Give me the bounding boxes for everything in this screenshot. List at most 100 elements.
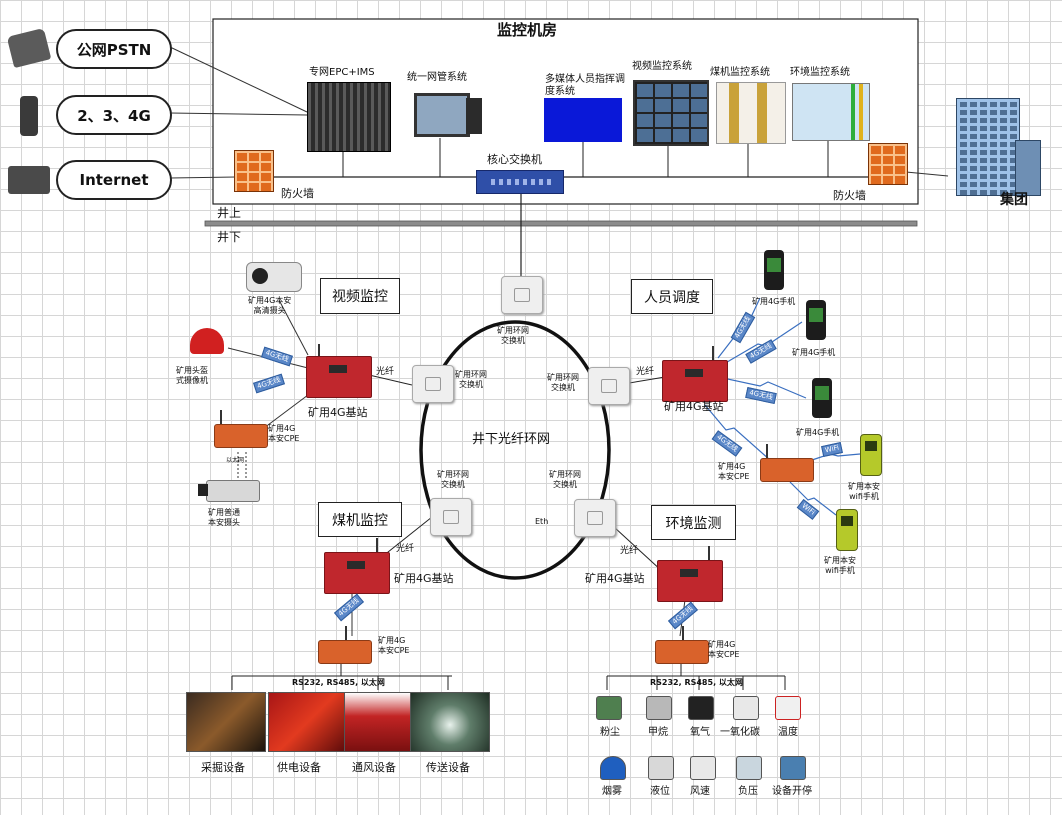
firewall-left-icon	[234, 150, 274, 192]
bs-coal	[324, 552, 390, 594]
cloud-pstn: 公网PSTN	[56, 29, 172, 69]
cpe-env	[655, 640, 709, 664]
fiber-coal-label: 光纤	[396, 544, 415, 554]
sensor-pressure-icon	[736, 756, 762, 780]
internet-label: Internet	[79, 171, 149, 189]
normal-camera-lens	[198, 484, 208, 496]
sensor-level-label: 液位	[650, 786, 670, 797]
section-coal: 煤机监控	[318, 502, 402, 537]
sensor-pressure-label: 负压	[738, 786, 758, 797]
sensor-co-icon	[733, 696, 759, 720]
cloud-internet: Internet	[56, 160, 172, 200]
building-icon-2	[1015, 140, 1041, 196]
core-switch-label: 核心交换机	[487, 153, 542, 166]
hd-camera-label: 矿用4G本安 高清摄头	[248, 296, 292, 315]
bs-video	[306, 356, 372, 398]
mobile-label: 2、3、4G	[77, 106, 151, 125]
ring-switch-right	[588, 367, 630, 405]
phone-4g-1-label: 矿用4G手机	[752, 297, 796, 306]
room-title: 监控机房	[497, 21, 558, 39]
video-wall-icon	[633, 80, 709, 146]
multimedia-screen	[544, 98, 622, 142]
coal-equip-1-image	[186, 692, 266, 752]
ring-switch-left	[412, 365, 454, 403]
cpe-env-antenna	[682, 626, 684, 640]
bs-personnel	[662, 360, 728, 402]
coal-equip-4-label: 传送设备	[426, 761, 470, 774]
mobile-phone-icon	[20, 96, 38, 136]
ring-switch-top	[501, 276, 543, 314]
section-personnel: 人员调度	[631, 279, 713, 314]
sensor-level-icon	[648, 756, 674, 780]
bs-coal-label: 矿用4G基站	[394, 572, 454, 585]
cpe-coal-antenna	[345, 626, 347, 640]
sensor-wind-icon	[690, 756, 716, 780]
cpe-personnel-antenna	[766, 444, 768, 458]
nms-tower-icon	[466, 98, 482, 134]
helmet-camera-icon	[190, 328, 224, 354]
ring-switch-bottom-left-label: 矿用环网 交换机	[437, 470, 469, 489]
epc-server-icon	[307, 82, 391, 152]
cpe-video-antenna	[220, 410, 222, 424]
phone-4g-2-label: 矿用4G手机	[792, 348, 836, 357]
fiber-env-label: 光纤	[620, 546, 639, 556]
coal-bus-label: RS232, RS485, 以太网	[292, 678, 385, 687]
above-ground-label: 井上	[217, 206, 242, 220]
sensor-dust-label: 粉尘	[600, 727, 620, 738]
cpe-video	[214, 424, 268, 448]
group-label: 集团	[1000, 192, 1028, 208]
bs-env	[657, 560, 723, 602]
phone-4g-1-icon	[764, 250, 784, 290]
firewall-right-icon	[868, 143, 908, 185]
section-coal-label: 煤机监控	[332, 512, 388, 529]
sensor-oxygen-icon	[688, 696, 714, 720]
nms-monitor-icon	[414, 93, 470, 137]
wifi-phone-1-icon	[860, 434, 882, 476]
ring-switch-bottom-left	[430, 498, 472, 536]
coal-equip-2-label: 供电设备	[277, 761, 321, 774]
helmet-camera-label: 矿用头盔 式摄像机	[176, 366, 208, 385]
cpe-video-label: 矿用4G 本安CPE	[268, 424, 300, 443]
coal-equip-3-label: 通风设备	[352, 761, 396, 774]
sensor-methane-icon	[646, 696, 672, 720]
cpe-coal-label: 矿用4G 本安CPE	[378, 636, 410, 655]
hd-camera-icon	[246, 262, 302, 292]
sensor-oxygen-label: 氧气	[690, 727, 710, 738]
phone-4g-3-label: 矿用4G手机	[796, 428, 840, 437]
section-video-label: 视频监控	[332, 289, 388, 305]
hd-camera-lens	[252, 268, 268, 284]
coal-equip-2-image	[268, 692, 348, 752]
normal-camera-label: 矿用普通 本安摄头	[208, 508, 240, 527]
cpe-coal	[318, 640, 372, 664]
bs-video-antenna	[318, 344, 320, 356]
nms-label: 统一网管系统	[407, 72, 467, 83]
bs-coal-antenna	[376, 538, 378, 552]
phone-4g-2-icon	[806, 300, 826, 340]
coal-sys-screen	[716, 82, 786, 144]
cpe-env-label: 矿用4G 本安CPE	[708, 640, 740, 659]
epc-label: 专网EPC+IMS	[309, 67, 375, 78]
wifi-phone-2-label: 矿用本安 wifi手机	[824, 556, 856, 575]
ring-switch-bottom-right-label: 矿用环网 交换机	[549, 470, 581, 489]
coal-equip-1-label: 采掘设备	[201, 761, 245, 774]
multimedia-label: 多媒体人员指挥调度系统	[545, 74, 625, 97]
section-env: 环境监测	[651, 505, 736, 540]
phone-4g-3-icon	[812, 378, 832, 418]
building-icon	[956, 98, 1020, 196]
cloud-mobile: 2、3、4G	[56, 95, 172, 135]
firewall-right-label: 防火墙	[833, 189, 866, 202]
bs-personnel-label: 矿用4G基站	[664, 400, 724, 413]
section-env-label: 环境监测	[665, 515, 722, 532]
sensor-onoff-icon	[780, 756, 806, 780]
firewall-left-label: 防火墙	[281, 187, 314, 200]
bs-video-label: 矿用4G基站	[308, 406, 368, 419]
desk-phone-icon	[8, 166, 50, 194]
sensor-wind-label: 风速	[690, 786, 710, 797]
cpe-personnel-label: 矿用4G 本安CPE	[718, 462, 750, 481]
video-sys-label: 视频监控系统	[632, 61, 692, 72]
core-switch-icon	[476, 170, 564, 194]
env-sys-screen	[792, 83, 870, 141]
section-video: 视频监控	[320, 278, 400, 314]
fiber-video-label: 光纤	[376, 367, 395, 377]
pstn-label: 公网PSTN	[76, 40, 152, 59]
